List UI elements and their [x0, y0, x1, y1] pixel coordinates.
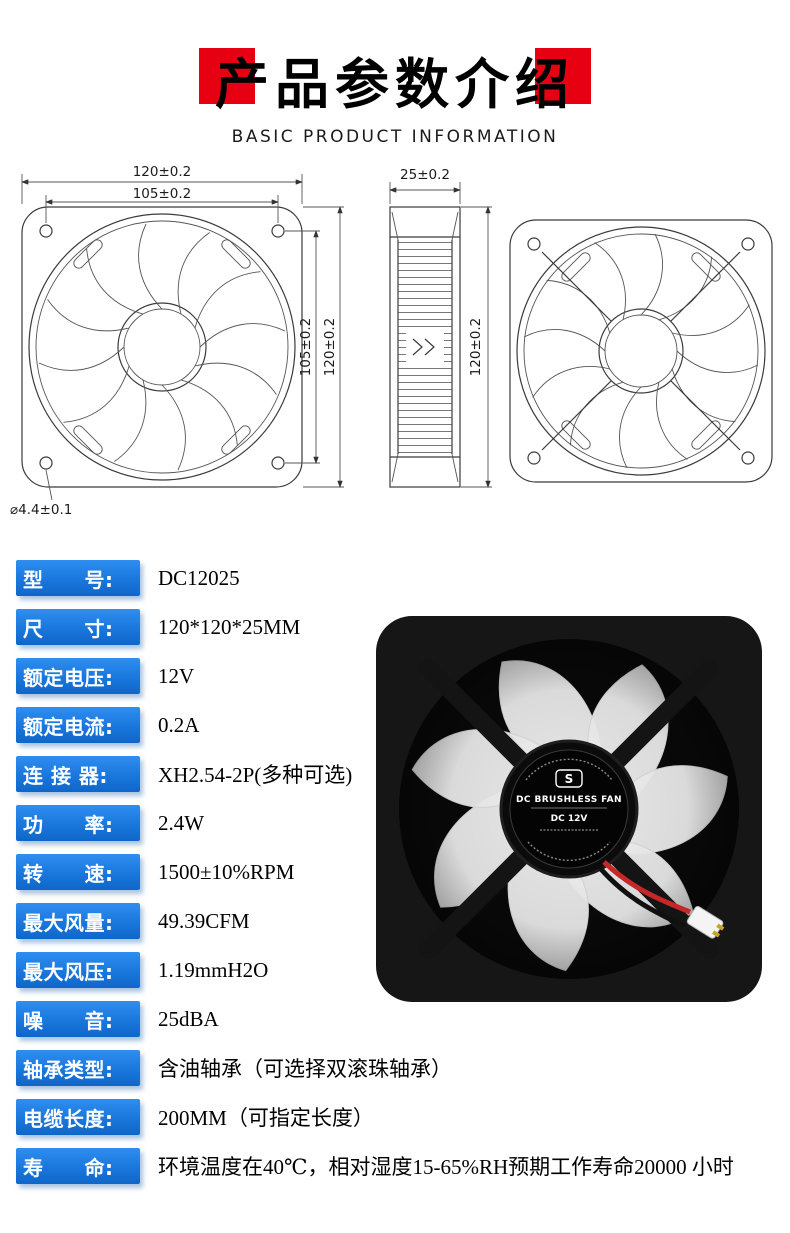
spec-row: 最大风压: 1.19mmH2O [16, 952, 776, 988]
rear-struts [541, 251, 741, 451]
fan-side-view: 25±0.2 120±0.2 [389, 167, 492, 488]
dim-side-right: 120±0.2 [468, 318, 484, 377]
spec-label: 最大风量: [16, 903, 140, 939]
spec-value: 0.2A [158, 712, 200, 737]
spec-row: 转 速: 1500±10%RPM [16, 854, 776, 890]
spec-label: 噪 音: [16, 1001, 140, 1037]
spec-row: 尺 寸: 120*120*25MM [16, 609, 776, 645]
spec-label: 额定电流: [16, 707, 140, 743]
spec-label: 尺 寸: [16, 609, 140, 645]
page-subtitle: BASIC PRODUCT INFORMATION [231, 127, 559, 147]
spec-value: 49.39CFM [158, 908, 250, 933]
brand-logo [555, 769, 583, 788]
spec-row: 功 率: 2.4W [16, 805, 776, 841]
dim-front-top-inner: 105±0.2 [133, 186, 192, 202]
header: 产品参数介绍 BASIC PRODUCT INFORMATION [0, 40, 790, 147]
spec-value: 120*120*25MM [158, 614, 301, 639]
spec-row: 寿 命: 环境温度在40℃，相对湿度15-65%RH预期工作寿命20000 小时 [16, 1148, 776, 1184]
technical-drawings: 120±0.2 105±0.2 105±0.2 120±0.2 ⌀4.4±0.1 [10, 164, 773, 518]
fan-wires [598, 860, 691, 929]
front-blades [38, 223, 286, 471]
title-wrap: 产品参数介绍 [199, 40, 591, 119]
spec-row: 轴承类型: 含油轴承（可选择双滚珠轴承） [16, 1050, 776, 1086]
dim-hole-note: ⌀4.4±0.1 [10, 502, 72, 518]
hub-line2: DC 12V [551, 814, 588, 824]
brand-logo-letter: S [565, 772, 574, 786]
spec-label: 寿 命: [16, 1148, 140, 1184]
spec-row: 最大风量: 49.39CFM [16, 903, 776, 939]
spec-value: DC12025 [158, 565, 240, 590]
spec-label: 额定电压: [16, 658, 140, 694]
title-accent-left [199, 48, 255, 104]
page-title: 产品参数介绍 [215, 53, 575, 116]
spec-label: 轴承类型: [16, 1050, 140, 1086]
dim-front-top-outer: 120±0.2 [133, 164, 192, 180]
dim-front-right-outer: 120±0.2 [322, 318, 338, 377]
dim-front-right-inner: 105±0.2 [298, 318, 314, 377]
spec-label: 功 率: [16, 805, 140, 841]
fan-connector [686, 905, 725, 939]
spec-value: 1.19mmH2O [158, 957, 269, 982]
spec-label: 电缆长度: [16, 1099, 140, 1135]
spec-row: 连 接 器: XH2.54-2P(多种可选) [16, 756, 776, 792]
spec-label: 最大风压: [16, 952, 140, 988]
spec-label: 连 接 器: [16, 756, 140, 792]
spec-label: 型 号: [16, 560, 140, 596]
spec-value: 含油轴承（可选择双滚珠轴承） [158, 1057, 452, 1081]
spec-row: 型 号: DC12025 [16, 560, 776, 596]
spec-row: 额定电压: 12V [16, 658, 776, 694]
spec-value: 1500±10%RPM [158, 859, 295, 884]
dim-side-top: 25±0.2 [400, 167, 450, 183]
spec-label: 转 速: [16, 854, 140, 890]
spec-row: 电缆长度: 200MM（可指定长度） [16, 1099, 776, 1135]
spec-table: 型 号: DC12025 尺 寸: 120*120*25MM 额定电压: 12V… [16, 560, 776, 1184]
spec-value: 12V [158, 663, 195, 688]
fan-front-view: 120±0.2 105±0.2 105±0.2 120±0.2 ⌀4.4±0.1 [10, 164, 344, 518]
fan-rear-view [509, 219, 773, 483]
spec-value: 200MM（可指定长度） [158, 1106, 374, 1130]
spec-value: XH2.54-2P(多种可选) [158, 763, 353, 787]
spec-value: 25dBA [158, 1006, 219, 1031]
spec-row: 噪 音: 25dBA [16, 1001, 776, 1037]
fan-photo-illustration: S DC BRUSHLESS FAN DC 12V [376, 616, 762, 1002]
spec-value: 2.4W [158, 810, 205, 835]
spec-row: 额定电流: 0.2A [16, 707, 776, 743]
hub-line1: DC BRUSHLESS FAN [516, 795, 622, 805]
title-accent-right [535, 48, 591, 104]
spec-value: 环境温度在40℃，相对湿度15-65%RH预期工作寿命20000 小时 [158, 1155, 734, 1179]
product-photo: S DC BRUSHLESS FAN DC 12V [364, 614, 776, 1008]
